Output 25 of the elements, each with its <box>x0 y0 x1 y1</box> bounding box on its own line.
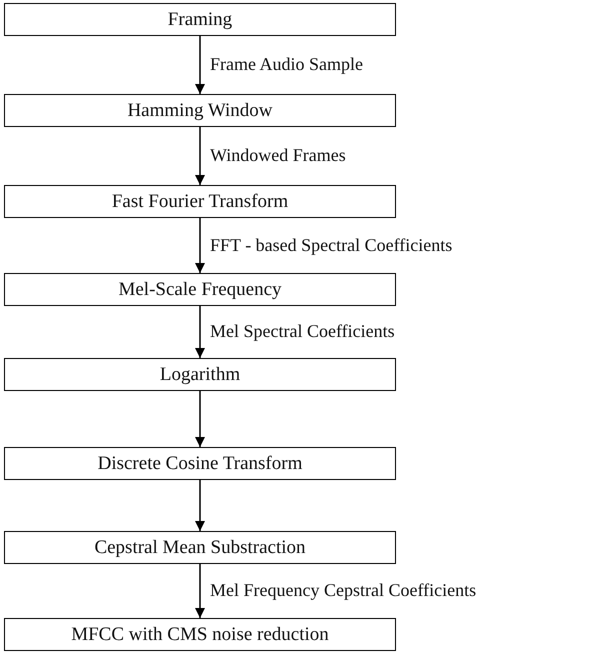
process-box <box>4 273 396 306</box>
box-label: Hamming Window <box>127 100 273 122</box>
arrow <box>195 127 205 185</box>
arrow <box>195 36 205 94</box>
process-box <box>4 358 396 391</box>
box-label: Mel-Scale Frequency <box>118 278 282 300</box>
arrow <box>195 218 205 273</box>
box-label: Logarithm <box>160 364 240 386</box>
process-box <box>4 3 396 36</box>
box-label: Fast Fourier Transform <box>112 190 288 212</box>
box-label: Discrete Cosine Transform <box>98 452 302 474</box>
arrow <box>195 306 205 358</box>
process-box <box>4 618 396 651</box>
box-label: Cepstral Mean Substraction <box>94 536 306 558</box>
process-box <box>4 447 396 480</box>
arrow <box>195 480 205 531</box>
arrow <box>195 564 205 618</box>
process-box <box>4 531 396 564</box>
arrow <box>195 391 205 447</box>
box-label: MFCC with CMS noise reduction <box>71 624 329 646</box>
edge-label: Mel Spectral Coefficients <box>210 321 395 342</box>
process-box <box>4 94 396 127</box>
process-box <box>4 185 396 218</box>
box-label: Framing <box>168 8 232 30</box>
edge-label: Mel Frequency Cepstral Coefficients <box>210 580 476 601</box>
